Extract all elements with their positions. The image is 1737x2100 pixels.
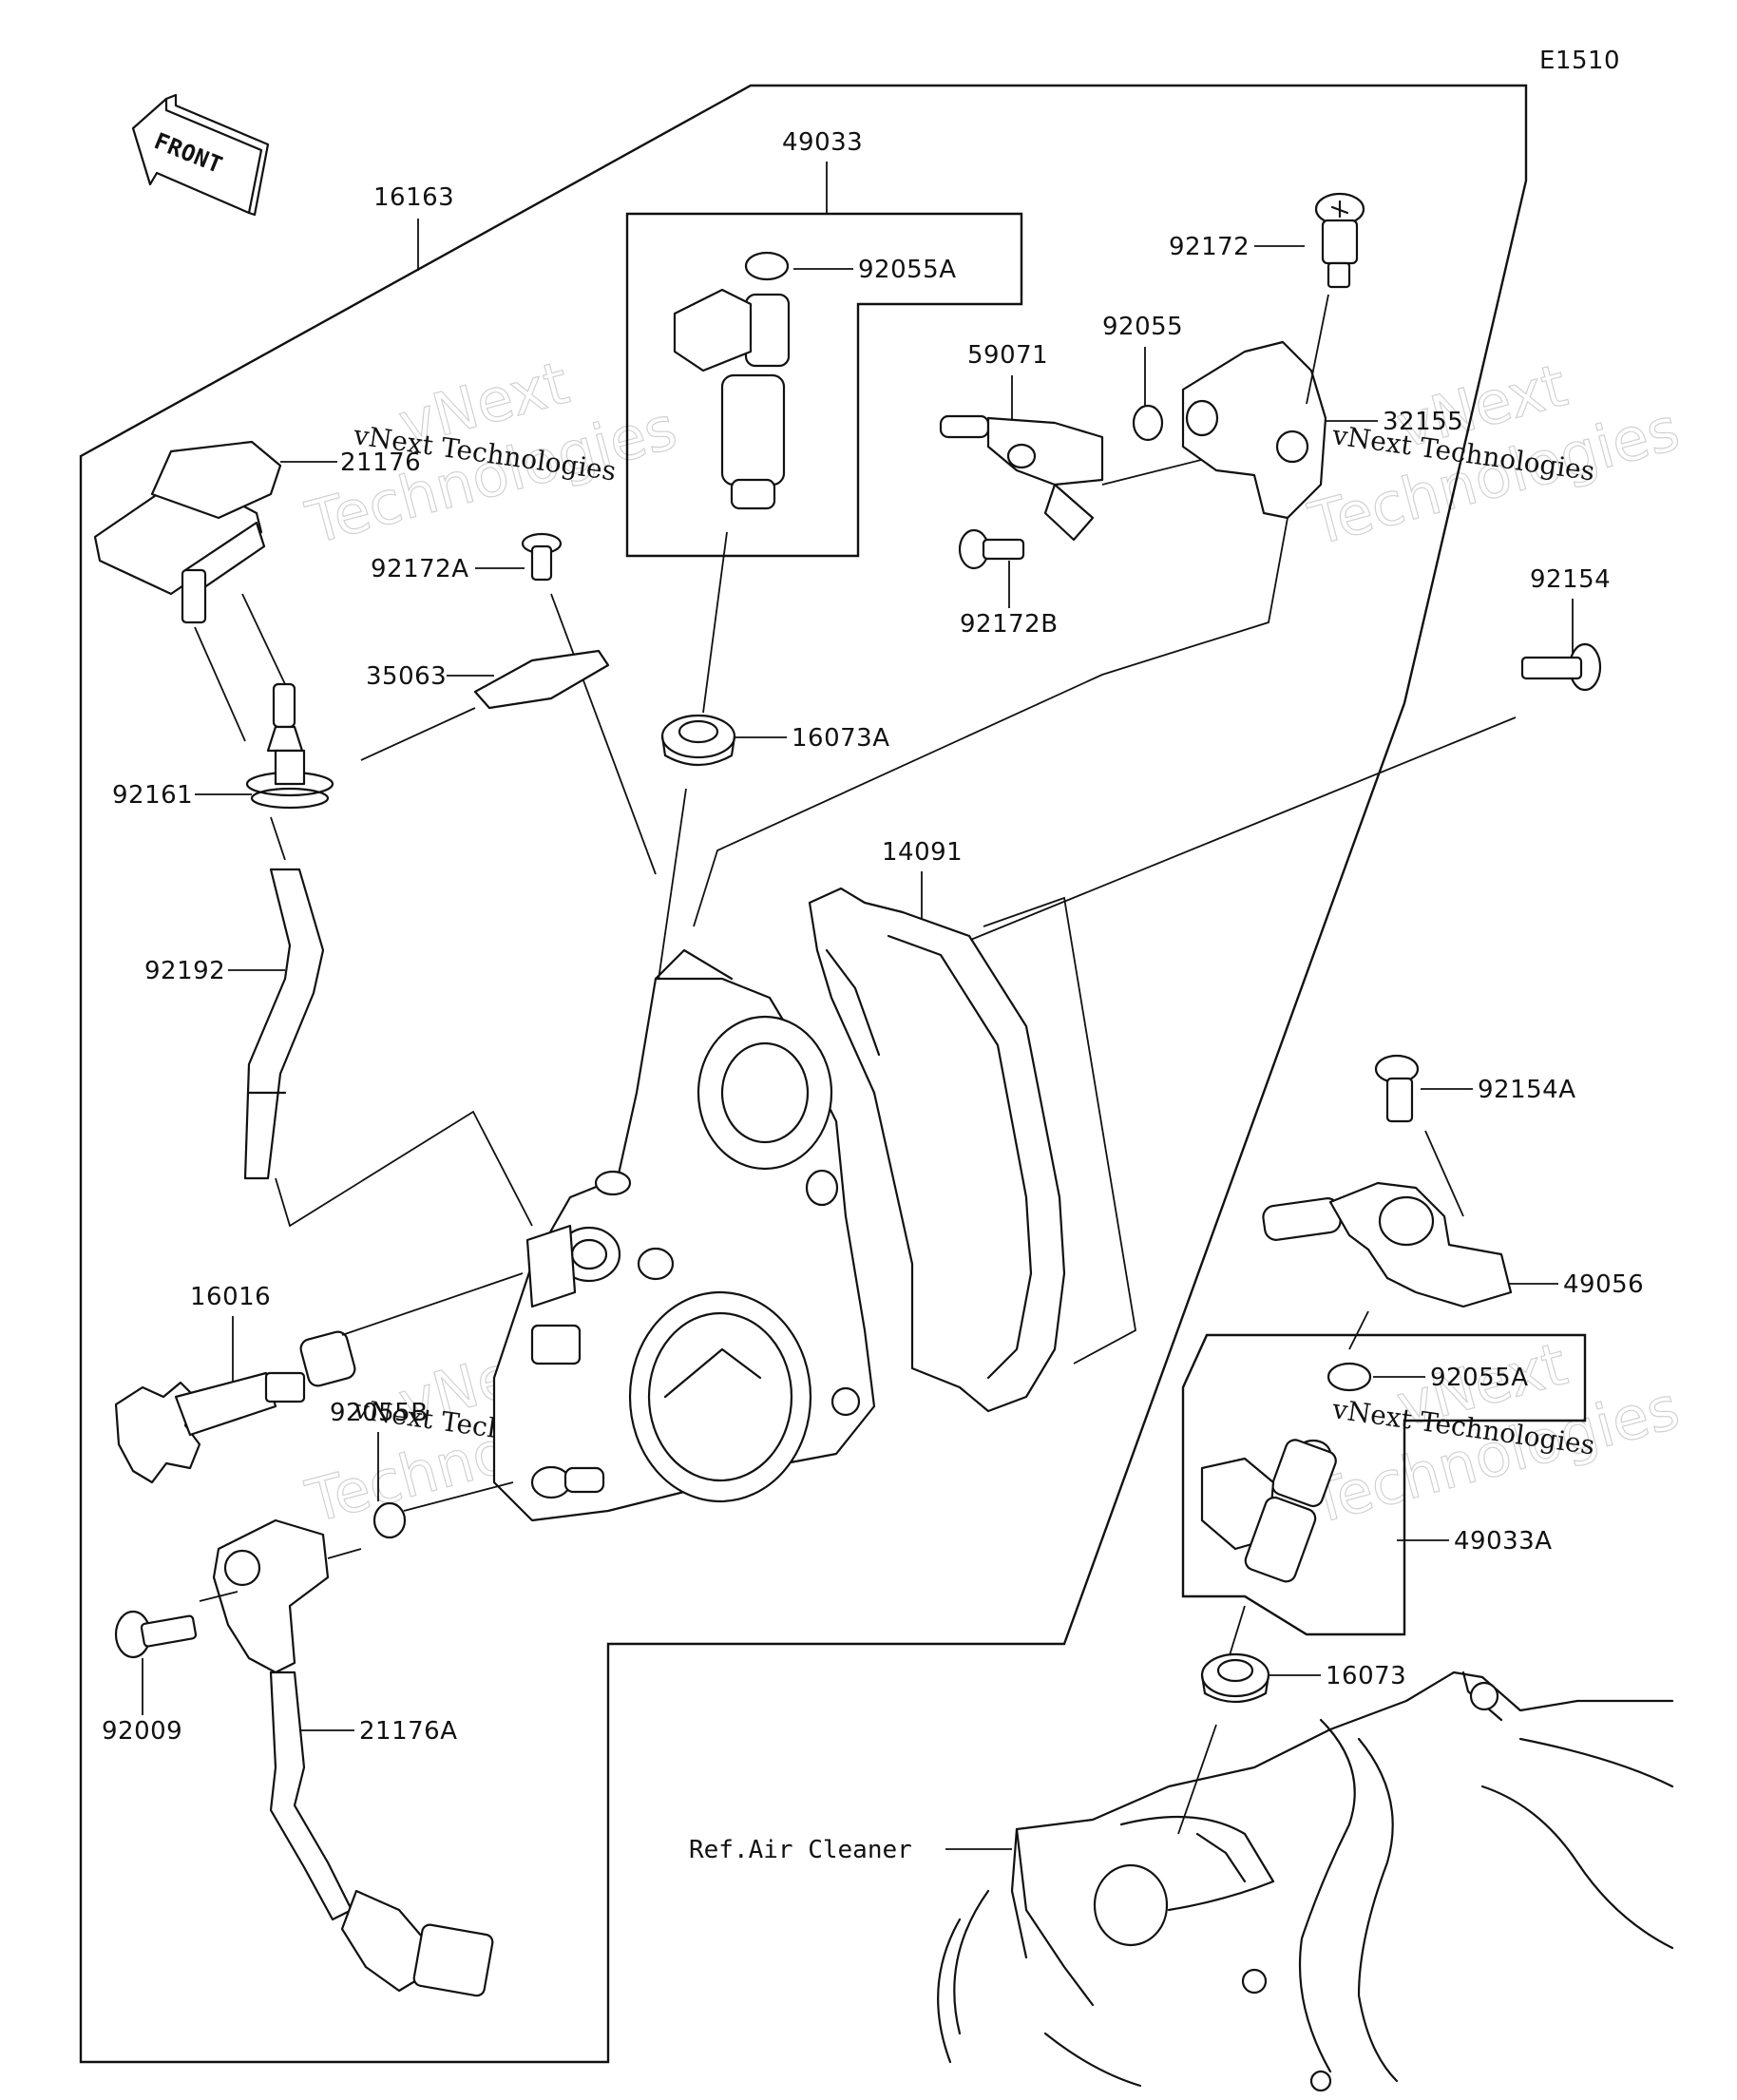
leader-92192 [270,816,286,861]
leader-92154A [1424,1130,1464,1217]
leader-21176A [327,1548,362,1559]
label-16073: 16073 [1326,1662,1406,1690]
label-49033A: 49033A [1454,1527,1553,1556]
injector-49033A-icon [1200,1439,1337,1583]
label-59071: 59071 [967,341,1048,370]
label-49056: 49056 [1563,1270,1644,1299]
screw-92172B-icon [958,528,1025,570]
label-16016: 16016 [190,1283,271,1311]
o-ring-92055B-icon [372,1501,407,1539]
label-14091: 14091 [882,838,963,867]
label-92009: 92009 [102,1717,182,1746]
leader-16016 [341,1272,524,1336]
label-16073A: 16073A [792,724,890,753]
label-32155: 32155 [1383,408,1463,436]
leader-92172 [1306,294,1329,405]
injector-49033-icon [673,251,791,510]
bolt-92154-icon [1520,642,1602,692]
label-49033: 49033 [782,128,863,157]
screw-92172-icon [1314,192,1365,289]
pipe-49056-icon [1262,1181,1513,1308]
screw-92172A-icon [521,532,563,582]
label-92172A: 92172A [371,555,469,583]
o-ring-92055A-bottom-icon [1327,1362,1372,1392]
part-labels: 16163 49033 92055A 92172 92055 59071 321… [102,128,1644,1864]
bolt-92154A-icon [1374,1054,1420,1123]
sensor-21176-icon [93,440,282,624]
label-92055: 92055 [1102,313,1183,341]
leader-92161-35063 [360,707,476,761]
leader-92161-up [241,593,286,685]
grommet-16073-icon [1200,1652,1270,1703]
label-21176: 21176 [340,449,421,477]
throttle-body-icon [492,948,876,1522]
label-92192: 92192 [144,957,225,985]
leader-hose-body [275,1110,533,1228]
label-35063: 35063 [366,662,447,691]
leader-49056 [1348,1310,1369,1350]
subgroup-49033-frame [625,212,1023,558]
leader-92055B [403,1481,514,1512]
subgroup-49033A-frame [1181,1333,1587,1636]
label-92161: 92161 [112,781,193,810]
label-ref-air-cleaner: Ref.Air Cleaner [689,1836,912,1864]
grommet-16073A-icon [660,714,736,766]
assembly-frame [79,84,1528,2064]
label-16163: 16163 [373,183,454,212]
label-92055A-bottom: 92055A [1430,1364,1529,1392]
leader-49033-down [702,531,728,714]
diagram-code: E1510 [1539,47,1620,75]
leader-92154 [921,716,1517,961]
label-92172: 92172 [1169,233,1250,261]
leader-cover-body [983,896,1136,1365]
leader-92172A [550,593,657,875]
nozzle-92161-icon [245,682,334,810]
bolt-92009-icon [114,1610,198,1659]
label-92055A-top: 92055A [858,256,957,284]
sensor-21176A-icon [212,1518,494,1997]
sensor-16016-icon [114,1330,356,1484]
leader-92009 [199,1591,239,1602]
sensor-59071-icon [939,414,1104,542]
o-ring-92055-icon [1132,404,1164,442]
label-92154: 92154 [1530,565,1611,594]
label-92154A: 92154A [1478,1076,1576,1104]
leader-holder-body [693,517,1288,927]
cover-14091-icon [808,887,1066,1413]
air-cleaner-reference-icon [937,1670,1674,2092]
bracket-35063-icon [473,649,610,710]
label-21176A: 21176A [359,1717,458,1746]
label-92055B: 92055B [330,1399,429,1427]
hose-92192-icon [243,868,325,1180]
holder-32155-icon [1181,340,1327,520]
front-arrow-icon: FRONT [131,93,270,217]
leader-21176-down [194,626,246,742]
label-92172B: 92172B [960,610,1059,639]
